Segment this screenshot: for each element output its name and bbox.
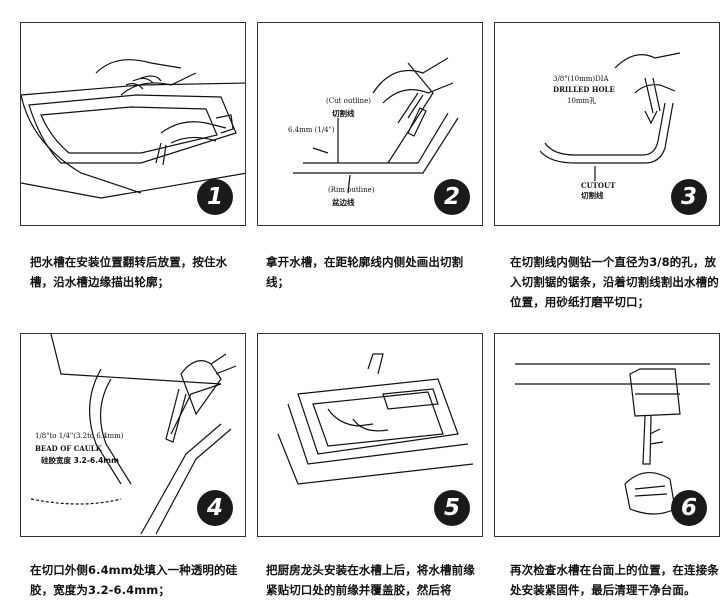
cutout-label: CUTOUT [581,181,616,190]
step-2-illustration: (Cut outline) 切割线 6.4mm (1/4") (Rim outl… [257,22,483,226]
step-3-drawing [539,52,681,181]
rim-line-cn-label: 盆边线 [332,198,355,207]
distance-label: 6.4mm (1/4") [288,126,335,134]
step-2-drawing [293,57,459,194]
step-number-badge: 4 [197,490,233,526]
step-number-badge: 3 [671,179,707,215]
step-number-badge: 6 [671,490,707,526]
step-3-illustration: 3/8"(10mm)DIA DRILLED HOLE 10mm孔 CUTOUT … [494,22,720,226]
step-number-badge: 1 [197,179,233,215]
step-6-illustration: 6 [494,333,720,537]
cutout-cn-label: 切割线 [581,191,604,200]
step-4-drawing [30,334,237,535]
step-3-caption: 在切割线内侧钻一个直径为3/8的孔，放入切割锯的锯条，沿着切割线割出水槽的位置，… [510,255,719,309]
step-4-illustration: 1/8"to 1/4"(3.2to 6.4mm) BEAD OF CAULK 硅… [20,333,246,537]
step-1-caption: 把水槽在安装位置翻转后放置，按住水槽，沿水槽边缘描出轮廓； [30,255,228,289]
step-5-illustration: 5 [257,333,483,537]
rim-outline-label: (Rim outline) [328,186,375,194]
hole-cn-label: 10mm孔 [567,97,597,105]
bead-of-caulk-label: BEAD OF CAULK [35,444,102,453]
step-2-caption: 拿开水槽，在距轮廓线内侧处画出切割线； [266,255,464,289]
step-number-badge: 2 [434,179,470,215]
step-4-caption: 在切口外侧6.4mm处填入一种透明的硅胶，宽度为3.2-6.4mm； [30,563,238,597]
step-1-illustration: 1 [20,22,246,226]
step-5-caption: 把厨房龙头安装在水槽上后，将水槽前缘紧贴切口处的前缘并覆盖胶，然后将 [266,563,475,597]
step-1-drawing [21,59,245,199]
bead-cn-label: 硅胶宽度 3.2-6.4mm [41,456,119,465]
step-5-drawing [277,353,474,485]
hole-size-label: 3/8"(10mm)DIA [553,75,609,83]
caulk-size-label: 1/8"to 1/4"(3.2to 6.4mm) [35,432,124,440]
cut-line-cn-label: 切割线 [332,109,355,118]
step-6-caption: 再次检查水槽在台面上的位置，在连接条处安装紧固件，最后清理干净台面。 [510,563,719,597]
cut-outline-label: (Cut outline) [326,97,372,105]
drilled-hole-label: DRILLED HOLE [553,85,615,94]
step-number-badge: 5 [434,490,470,526]
